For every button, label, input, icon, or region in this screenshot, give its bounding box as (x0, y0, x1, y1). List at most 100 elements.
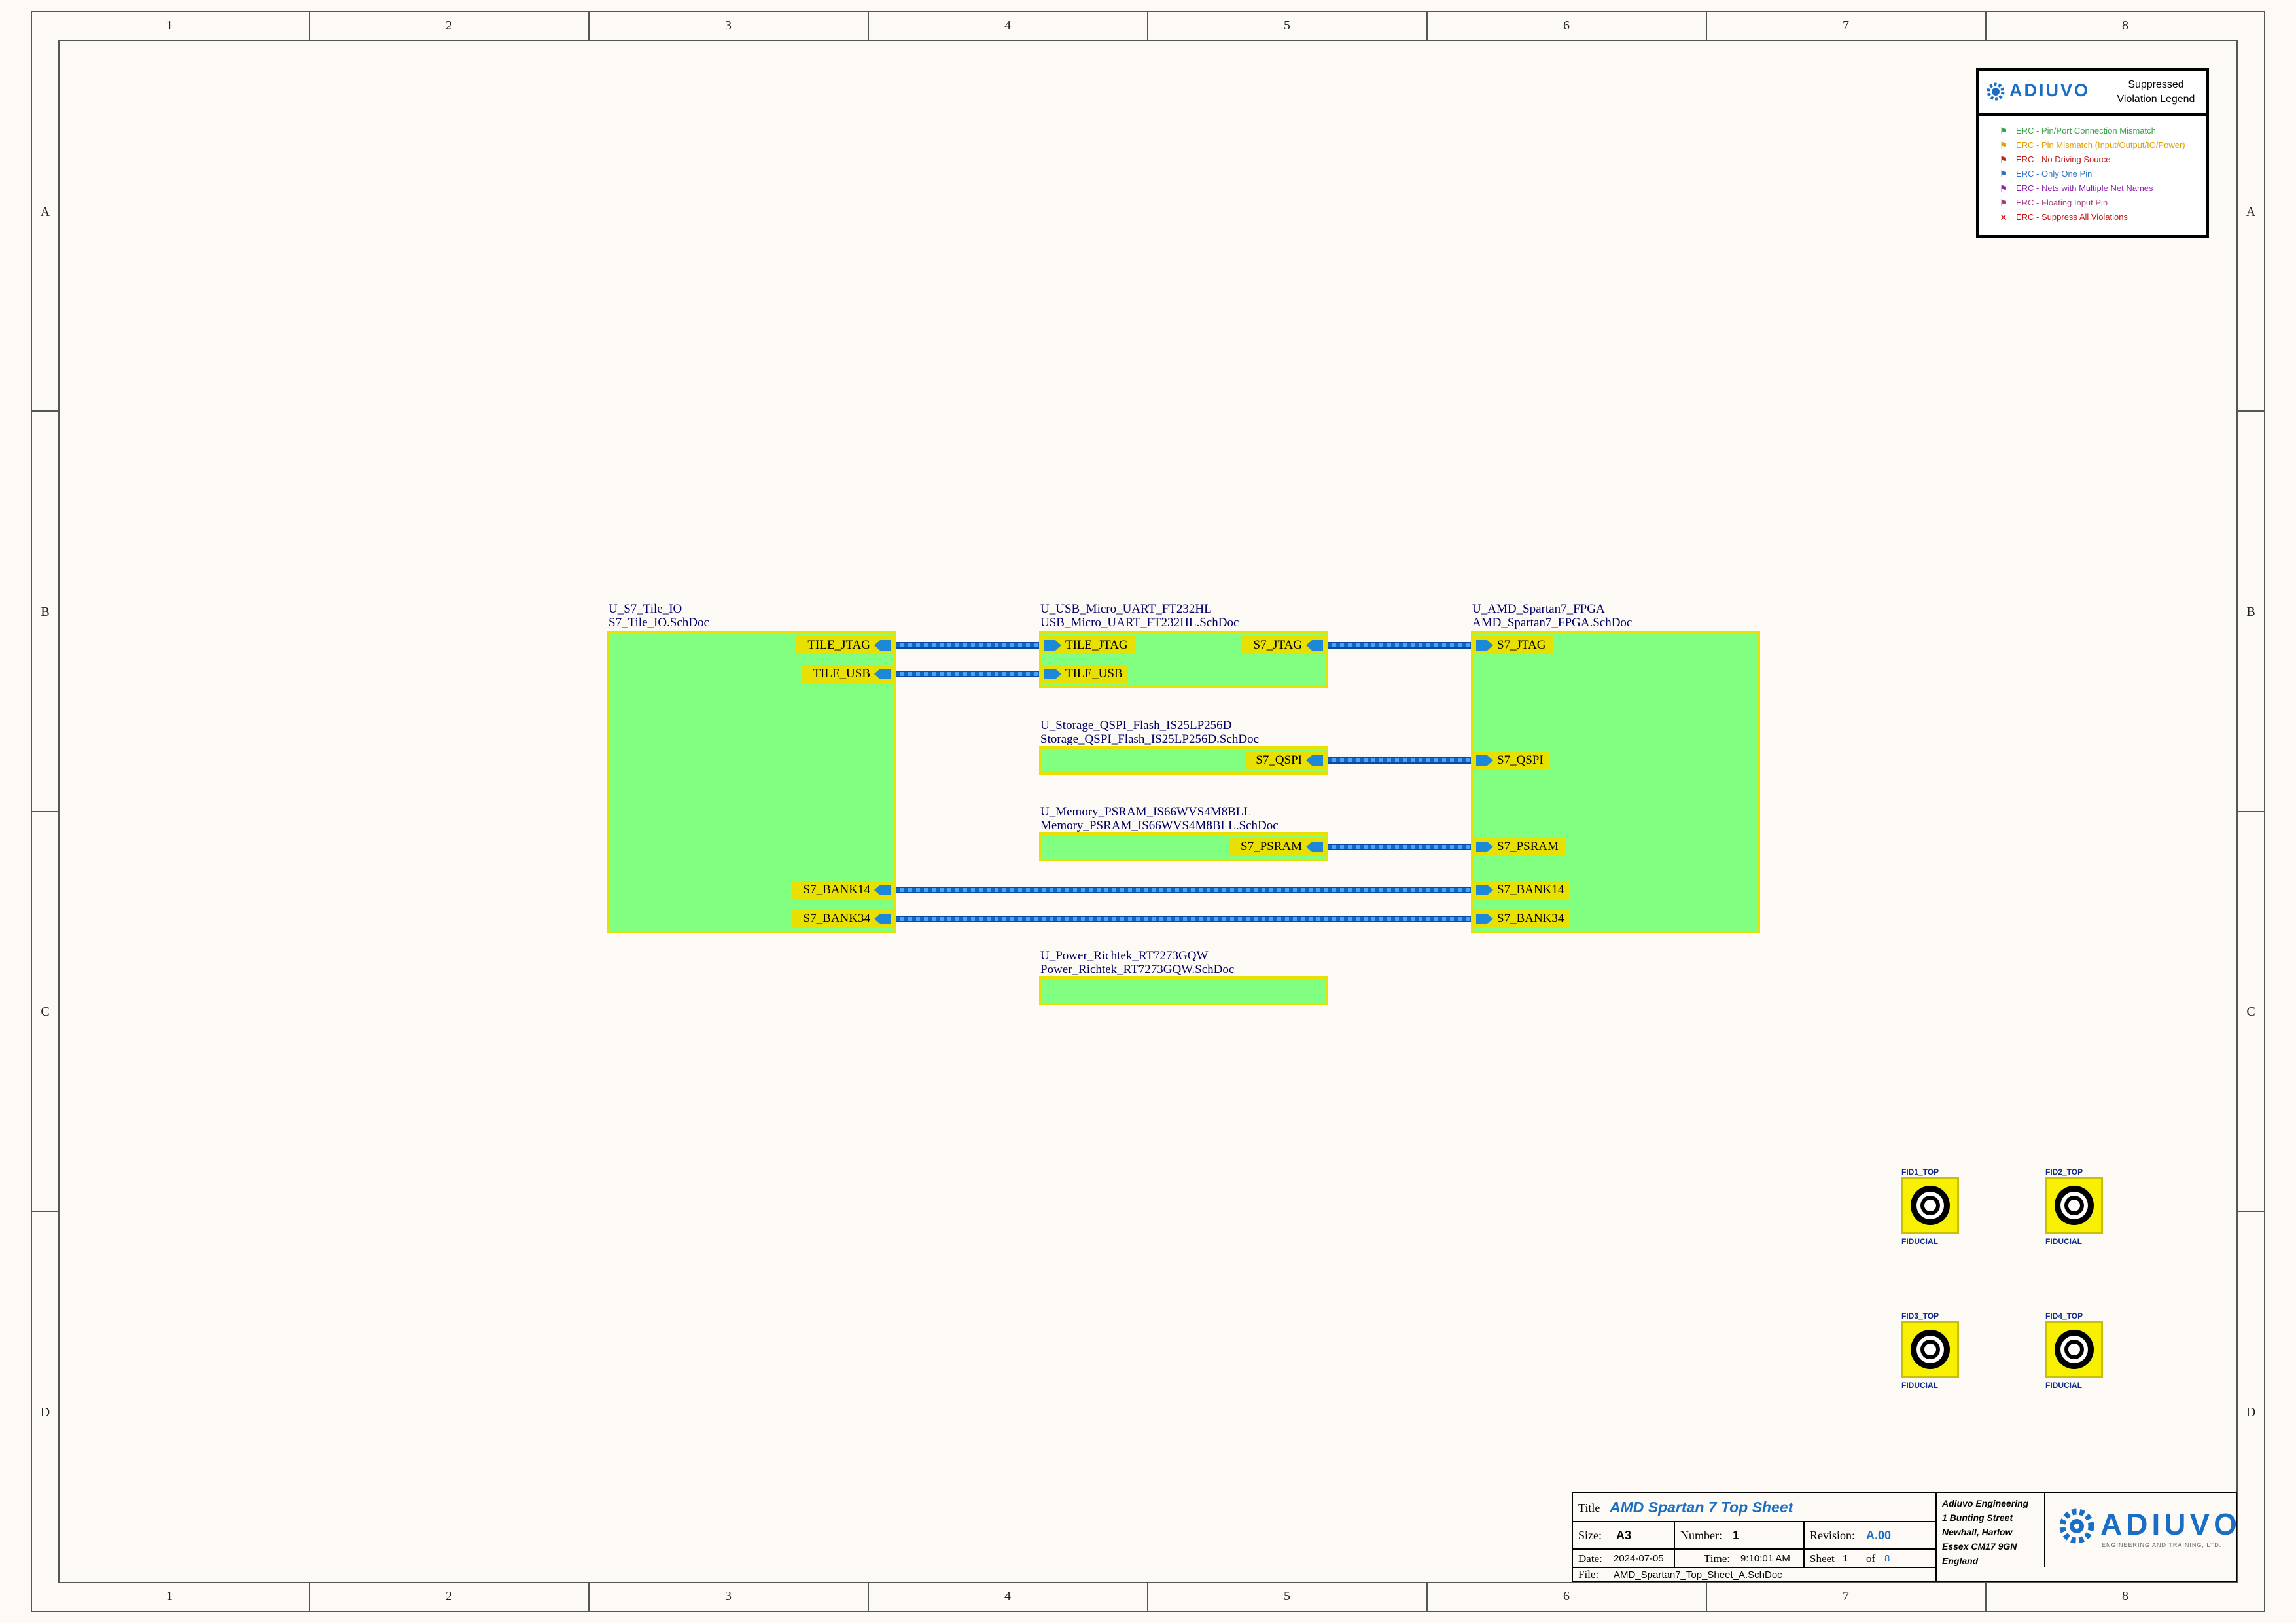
zone-col-7-top: 7 (1843, 18, 1849, 33)
sheet-designator: U_USB_Micro_UART_FT232HL (1040, 602, 1212, 616)
sheet-tile-io-title: U_S7_Tile_IO S7_Tile_IO.SchDoc (609, 602, 709, 630)
port-fpga-s7-bank14[interactable]: S7_BANK14 (1474, 881, 1569, 899)
sheet-psram-title: U_Memory_PSRAM_IS66WVS4M8BLL Memory_PSRA… (1040, 805, 1279, 832)
sheet-designator: U_S7_Tile_IO (609, 602, 682, 616)
legend-item: ⚑ ERC - Nets with Multiple Net Names (1999, 181, 2185, 196)
port-tile-io-tile-usb[interactable]: TILE_USB (802, 665, 894, 683)
port-label: S7_BANK14 (803, 883, 870, 897)
sheet-designator: U_AMD_Spartan7_FPGA (1472, 602, 1605, 616)
of-label: of (1866, 1552, 1876, 1565)
port-label: S7_PSRAM (1241, 840, 1302, 853)
port-arrow-icon (1306, 640, 1323, 651)
port-label: S7_JTAG (1253, 638, 1303, 652)
port-label: TILE_USB (813, 667, 870, 681)
wire-s7-qspi[interactable] (1328, 757, 1471, 764)
port-arrow-icon (1306, 842, 1323, 852)
company-logo-gear-icon (2057, 1507, 2096, 1546)
zone-col-2-top: 2 (446, 18, 452, 33)
port-label: TILE_USB (1065, 667, 1123, 681)
cross-icon: ✕ (2000, 212, 2007, 223)
number-value: 1 (1733, 1529, 1740, 1542)
fiducial-2[interactable] (2045, 1177, 2103, 1234)
fiducial-3[interactable] (1901, 1321, 1959, 1378)
zone-col-6-bottom: 6 (1563, 1589, 1570, 1603)
legend-item-label: ERC - Nets with Multiple Net Names (2016, 183, 2153, 193)
fiducial-4-comment: FIDUCIAL (2045, 1381, 2082, 1390)
zone-col-7-bottom: 7 (1843, 1589, 1849, 1603)
port-fpga-s7-psram[interactable]: S7_PSRAM (1474, 838, 1565, 856)
sheet-filename: AMD_Spartan7_FPGA.SchDoc (1472, 616, 1633, 630)
sheet-value: 1 (1843, 1553, 1848, 1564)
wire-s7-bank34[interactable] (896, 916, 1471, 922)
port-arrow-icon (1476, 885, 1493, 895)
port-label: TILE_JTAG (1065, 638, 1128, 652)
wire-s7-psram[interactable] (1328, 844, 1471, 850)
port-arrow-icon (1476, 842, 1493, 852)
legend-item: ⚑ERC - No Driving Source (1999, 152, 2185, 167)
legend-logo-text: ADIUVO (2009, 80, 2091, 100)
port-arrow-icon (1476, 640, 1493, 651)
file-label: File: (1578, 1568, 1599, 1580)
sheet-filename: S7_Tile_IO.SchDoc (609, 616, 709, 630)
wire-s7-bank14[interactable] (896, 887, 1471, 893)
flag-icon: ⚑ (1999, 183, 2008, 194)
address-line: Newhall, Harlow (1942, 1527, 2013, 1537)
legend-title-line2: Violation Legend (2117, 94, 2195, 105)
number-label: Number: (1680, 1529, 1722, 1542)
port-psram-s7-psram[interactable]: S7_PSRAM (1229, 838, 1326, 856)
address-line: Adiuvo Engineering (1942, 1498, 2029, 1508)
wire-tile-jtag[interactable] (896, 642, 1039, 649)
port-usb-s7-jtag[interactable]: S7_JTAG (1241, 636, 1326, 654)
sheet-power-title: U_Power_Richtek_RT7273GQW Power_Richtek_… (1040, 949, 1234, 976)
zone-col-1-top: 1 (166, 18, 173, 33)
port-label: S7_BANK14 (1497, 883, 1564, 897)
legend-title-line1: Suppressed (2128, 79, 2184, 90)
document-title: AMD Spartan 7 Top Sheet (1610, 1499, 1793, 1516)
zone-row-c-left: C (41, 1005, 50, 1019)
legend-item-label: ERC - Only One Pin (2016, 169, 2093, 179)
legend-item-label: ERC - Pin Mismatch (Input/Output/IO/Powe… (2016, 140, 2185, 150)
fiducial-4[interactable] (2045, 1321, 2103, 1378)
legend-header: ADIUVO Suppressed Violation Legend (1979, 71, 2206, 116)
company-address: Adiuvo Engineering 1 Bunting Street Newh… (1942, 1496, 2028, 1568)
port-tile-io-s7-bank34[interactable]: S7_BANK34 (792, 910, 894, 928)
legend-item-label: ERC - Suppress All Violations (2016, 212, 2128, 222)
fiducial-target-icon (1911, 1330, 1950, 1369)
adiuvo-gear-icon (1986, 82, 2005, 101)
port-fpga-s7-jtag[interactable]: S7_JTAG (1474, 636, 1553, 654)
sheet-symbol-power[interactable] (1039, 976, 1328, 1005)
wire-s7-jtag[interactable] (1328, 642, 1471, 649)
port-usb-tile-jtag[interactable]: TILE_JTAG (1042, 636, 1135, 654)
port-label: S7_PSRAM (1497, 840, 1559, 853)
port-fpga-s7-qspi[interactable]: S7_QSPI (1474, 751, 1549, 770)
title-label: Title (1578, 1501, 1600, 1514)
zone-col-6-top: 6 (1563, 18, 1570, 33)
time-value: 9:10:01 AM (1740, 1553, 1790, 1564)
address-line: England (1942, 1556, 1979, 1566)
sheet-qspi-title: U_Storage_QSPI_Flash_IS25LP256D Storage_… (1040, 719, 1259, 746)
port-arrow-icon (1476, 914, 1493, 924)
sheet-designator: U_Storage_QSPI_Flash_IS25LP256D (1040, 719, 1232, 732)
flag-icon: ⚑ (1999, 154, 2008, 165)
port-arrow-icon (874, 669, 891, 679)
zone-col-8-top: 8 (2122, 18, 2128, 33)
sheet-fpga-title: U_AMD_Spartan7_FPGA AMD_Spartan7_FPGA.Sc… (1472, 602, 1632, 630)
legend-item-label: ERC - Pin/Port Connection Mismatch (2016, 126, 2156, 135)
port-qspi-s7-qspi[interactable]: S7_QSPI (1245, 751, 1326, 770)
address-line: 1 Bunting Street (1942, 1512, 2013, 1523)
port-label: S7_QSPI (1256, 753, 1302, 767)
zone-row-b-right: B (2246, 605, 2255, 619)
port-tile-io-s7-bank14[interactable]: S7_BANK14 (792, 881, 894, 899)
legend-item: ✕ ERC - Suppress All Violations (1999, 210, 2185, 224)
fiducial-1[interactable] (1901, 1177, 1959, 1234)
port-tile-io-tile-jtag[interactable]: TILE_JTAG (796, 636, 894, 654)
size-value: A3 (1616, 1529, 1632, 1542)
port-fpga-s7-bank34[interactable]: S7_BANK34 (1474, 910, 1569, 928)
zone-col-4-bottom: 4 (1004, 1589, 1011, 1603)
port-usb-tile-usb[interactable]: TILE_USB (1042, 665, 1128, 683)
date-label: Date: (1578, 1552, 1602, 1565)
sheet-filename: Storage_QSPI_Flash_IS25LP256D.SchDoc (1040, 732, 1260, 746)
title-block: Title AMD Spartan 7 Top Sheet Size: A3 N… (1572, 1492, 2237, 1582)
wire-tile-usb[interactable] (896, 671, 1039, 677)
